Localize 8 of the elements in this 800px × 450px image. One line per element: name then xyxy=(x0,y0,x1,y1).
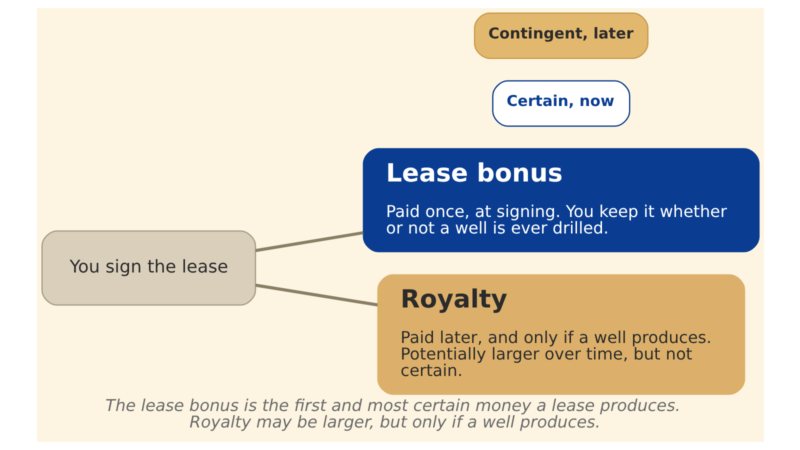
node-box: Royalty Paid later, and only if a well produces. Potentially larger over time, but not certain. xyxy=(376,274,745,395)
node-box: You sign the lease xyxy=(40,230,256,306)
connector xyxy=(254,284,378,306)
connector xyxy=(254,231,363,252)
node-box: Certain, now xyxy=(492,80,630,127)
node-box: Contingent, later xyxy=(473,12,648,59)
node-box: Lease bonus Paid once, at signing. You keep it whether or not a well is ever drilled. xyxy=(362,148,760,252)
caption: The lease bonus is the first and most certain money a lease produces. Royalty may be larger, but only if a well produces. xyxy=(104,396,680,432)
